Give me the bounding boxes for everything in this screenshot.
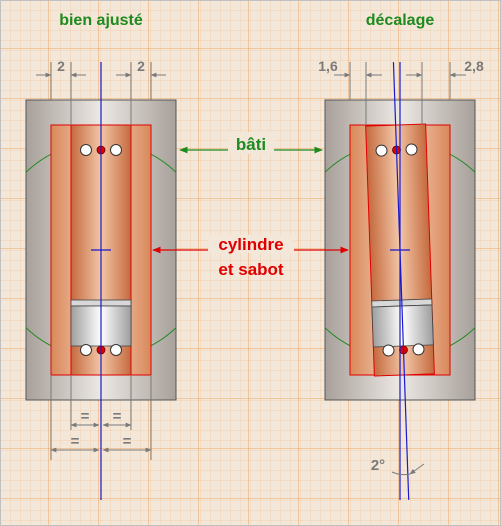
angle-annotation: 2° <box>371 457 425 476</box>
left-bottom-dimensions: = = = = <box>50 375 152 460</box>
cylindre-label-line2: et sabot <box>218 260 284 279</box>
dim-left-a: 2 <box>57 58 65 74</box>
dim-left-b: 2 <box>137 58 145 74</box>
dim-right-a: 1,6 <box>318 58 338 74</box>
right-bottom-bolt-1 <box>382 344 395 357</box>
left-bottom-bolt-1 <box>80 344 92 356</box>
cylindre-label-bg <box>208 235 294 253</box>
title-bien-ajuste: bien ajusté <box>59 12 143 29</box>
left-top-dimensions: 2 2 <box>36 58 166 125</box>
right-tilted-axis <box>392 62 410 500</box>
left-top-bolt-1 <box>80 144 92 156</box>
left-bottom-bolt-2 <box>110 344 122 356</box>
title-decalage: décalage <box>366 12 435 29</box>
right-assembly <box>324 62 476 500</box>
equal-mark-1: = <box>81 408 90 425</box>
equal-mark-2: = <box>113 408 122 425</box>
right-top-bolt-1 <box>375 144 388 157</box>
bati-label-bg <box>228 132 274 154</box>
right-bottom-bolt-2 <box>412 343 425 356</box>
equal-mark-3: = <box>71 433 80 450</box>
dim-right-b: 2,8 <box>464 58 484 74</box>
left-top-bolt-2 <box>110 144 122 156</box>
angle-label: 2° <box>371 457 385 474</box>
right-top-bolt-2 <box>405 143 418 156</box>
cylindre-label-line1: cylindre <box>218 235 283 254</box>
right-top-dimensions: 1,6 2,8 <box>318 58 484 125</box>
bati-label: bâti <box>236 135 266 154</box>
equal-mark-4: = <box>123 433 132 450</box>
